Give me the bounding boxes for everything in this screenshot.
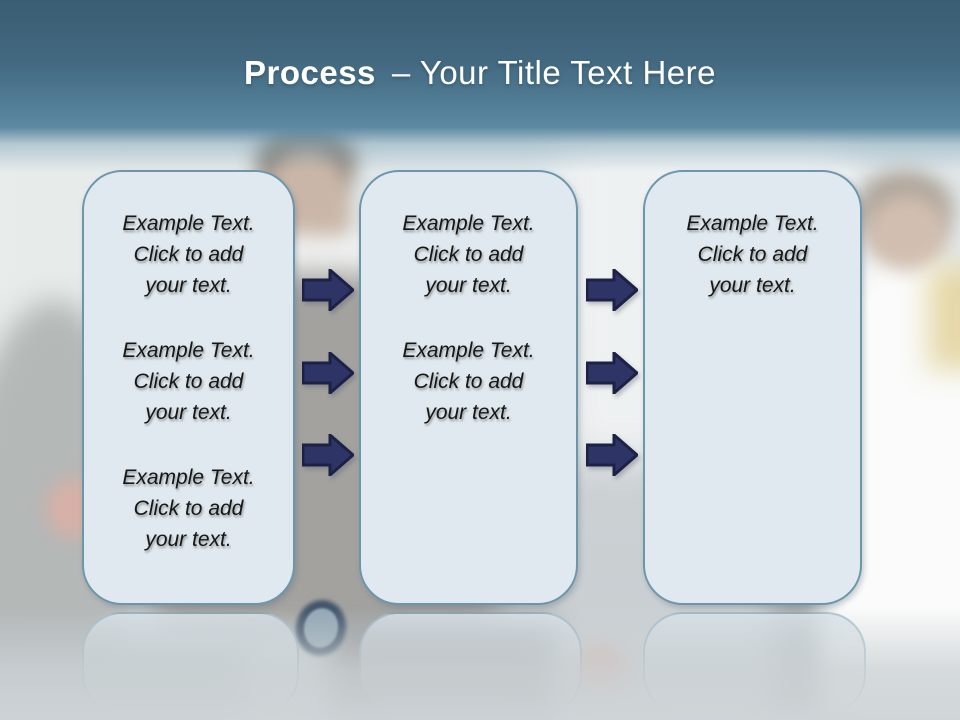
bg-right-man-face-shape: [866, 195, 948, 271]
right-arrow-icon: [302, 434, 354, 476]
right-arrow-icon: [302, 352, 354, 394]
text-placeholder[interactable]: Example Text. Click to add your text.: [122, 466, 255, 551]
right-arrow-icon: [586, 352, 638, 394]
text-placeholder[interactable]: Example Text. Click to add your text.: [122, 212, 255, 297]
right-arrow-icon: [586, 269, 638, 311]
process-box-1[interactable]: Example Text. Click to add your text. Ex…: [82, 170, 295, 605]
right-arrow-icon: [302, 269, 354, 311]
text-placeholder[interactable]: Example Text. Click to add your text.: [686, 212, 819, 297]
reflection-fade: [0, 608, 960, 720]
title-bar: Process – Your Title Text Here: [0, 0, 960, 172]
process-box-3[interactable]: Example Text. Click to add your text.: [643, 170, 862, 605]
bg-yellow-hint-shape: [928, 266, 960, 370]
text-placeholder[interactable]: Example Text. Click to add your text.: [402, 339, 535, 424]
title-subtitle: – Your Title Text Here: [391, 54, 717, 91]
text-placeholder[interactable]: Example Text. Click to add your text.: [402, 212, 535, 297]
title-keyword: Process: [243, 54, 376, 91]
slide-title: Process – Your Title Text Here: [0, 54, 960, 92]
process-box-2[interactable]: Example Text. Click to add your text. Ex…: [359, 170, 578, 605]
text-placeholder[interactable]: Example Text. Click to add your text.: [122, 339, 255, 424]
right-arrow-icon: [586, 434, 638, 476]
